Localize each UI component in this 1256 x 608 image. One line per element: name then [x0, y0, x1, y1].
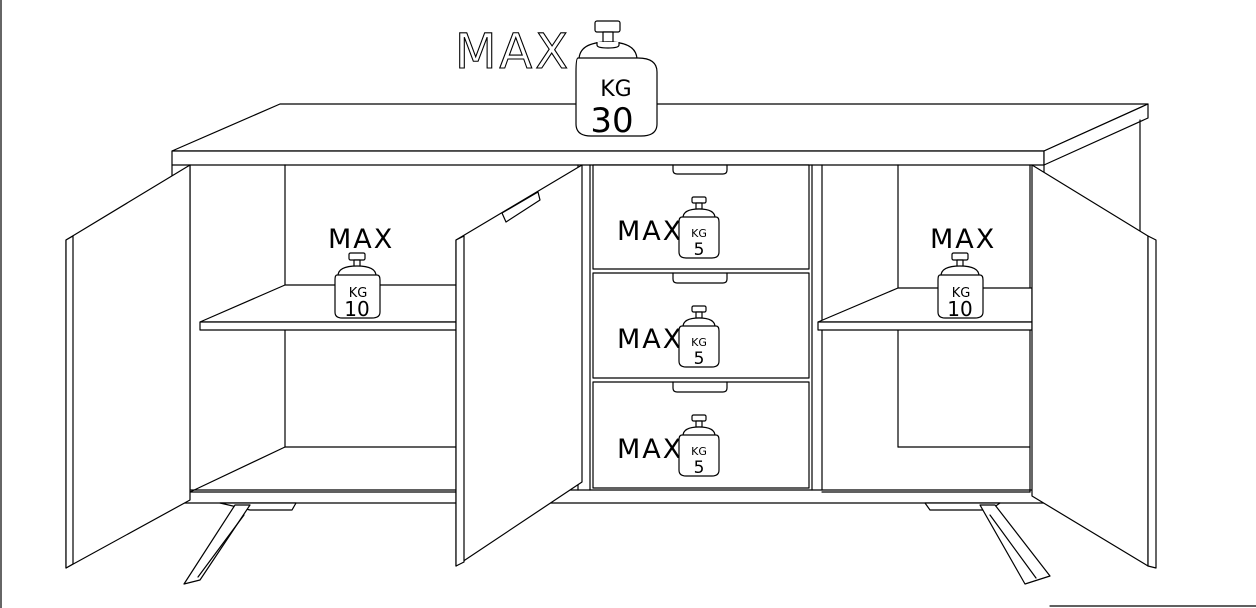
- weight-30kg-icon: KG 30: [575, 20, 658, 141]
- weight-5kg-drawer-1-icon: KG 5: [678, 196, 720, 260]
- weight-10kg-right-unit: KG: [952, 286, 971, 301]
- weight-30kg-value: 30: [590, 101, 633, 141]
- weight-5kg-drawer-1-unit: KG: [691, 227, 707, 240]
- drawer-1-max-label: MAX: [617, 216, 683, 247]
- right-leg: [924, 502, 1051, 585]
- drawer-3-max-label: MAX: [617, 434, 683, 465]
- weight-5kg-drawer-3-unit: KG: [691, 445, 707, 458]
- left-outer-door[interactable]: [65, 164, 191, 569]
- right-outer-door[interactable]: [1031, 164, 1157, 569]
- left-shelf-max-label: MAX: [328, 224, 394, 255]
- weight-10kg-right-icon: KG 10: [937, 252, 984, 321]
- weight-10kg-left-value: 10: [344, 297, 369, 321]
- right-shelf-max-label: MAX: [930, 224, 996, 255]
- weight-5kg-drawer-2-unit: KG: [691, 336, 707, 349]
- top-max-label: MAX: [455, 24, 571, 80]
- left-leg: [183, 502, 297, 585]
- weight-5kg-drawer-3-value: 5: [694, 458, 705, 478]
- weight-10kg-left-icon: KG 10: [334, 252, 381, 321]
- sideboard-top: [171, 103, 1149, 166]
- weight-5kg-drawer-2-icon: KG 5: [678, 305, 720, 369]
- weight-30kg-unit: KG: [600, 77, 631, 102]
- weight-5kg-drawer-2-value: 5: [694, 349, 705, 369]
- weight-5kg-drawer-1-value: 5: [694, 240, 705, 260]
- drawer-2-max-label: MAX: [617, 324, 683, 355]
- weight-5kg-drawer-3-icon: KG 5: [678, 414, 720, 478]
- weight-10kg-right-value: 10: [947, 297, 972, 321]
- left-inner-door[interactable]: [455, 164, 583, 567]
- right-shelf: [817, 287, 1033, 331]
- weight-10kg-left-unit: KG: [349, 286, 368, 301]
